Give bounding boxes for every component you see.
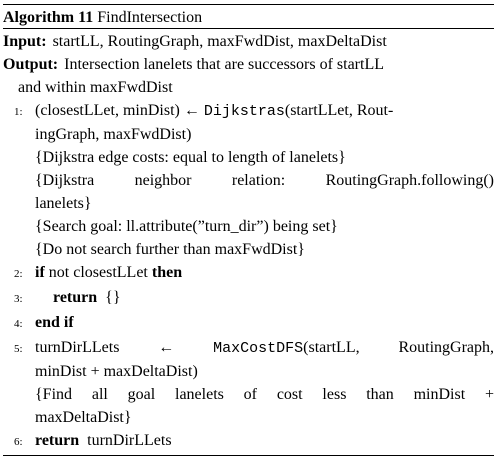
step-2: 2: if not closestLLet then <box>3 261 494 286</box>
algorithm-caption: Algorithm 11 FindIntersection <box>3 5 494 28</box>
step-5-text: turnDirLLets ← MaxCostDFS(startLL, Routi… <box>35 336 494 429</box>
line-number: 6: <box>14 436 23 448</box>
step-2-text: if not closestLLet then <box>35 261 494 286</box>
algorithm-box: Algorithm 11 FindIntersection Input: sta… <box>3 4 494 456</box>
caption-rule <box>3 28 494 29</box>
line-number-empty <box>3 169 35 215</box>
line-number-empty <box>3 215 35 238</box>
line-number: 3: <box>14 293 23 305</box>
keyword-then: then <box>151 264 183 281</box>
keyword-return: return <box>53 289 98 306</box>
algorithm-body: Input: startLL, RoutingGraph, maxFwdDist… <box>3 29 494 454</box>
algorithm-number: Algorithm 11 <box>3 9 94 26</box>
step-1: 1: (closestLLet, minDist) ← Dijkstras(st… <box>3 99 494 146</box>
step-3-text: return {} <box>35 286 494 311</box>
step-5-first-line: turnDirLLets ← MaxCostDFS(startLL, Routi… <box>35 336 494 360</box>
line-number: 4: <box>14 318 23 330</box>
comment-edge-costs: {Dijkstra edge costs: equal to length of… <box>3 146 494 169</box>
line-number: 1: <box>14 106 23 118</box>
comment-edge-costs-text: {Dijkstra edge costs: equal to length of… <box>35 149 346 166</box>
step-1-pre: (closestLLet, minDist) ← <box>35 102 204 119</box>
step-5-function: MaxCostDFS <box>213 340 304 357</box>
input-text: startLL, RoutingGraph, maxFwdDist, maxDe… <box>52 33 387 50</box>
comment-max-dist-text: {Do not search further than maxFwdDist} <box>35 241 305 258</box>
step-6-value: turnDirLLets <box>79 432 172 449</box>
input-label: Input: <box>3 33 47 50</box>
output-line: Output: Intersection lanelets that are s… <box>3 53 494 76</box>
output-text-1: Intersection lanelets that are successor… <box>64 56 384 73</box>
comment-neighbor: {Dijkstra neighbor relation: RoutingGrap… <box>3 169 494 215</box>
step-2-condition: not closestLLet <box>44 264 152 281</box>
line-number-empty <box>3 146 35 169</box>
line-number-empty <box>3 238 35 261</box>
top-rule <box>3 4 494 5</box>
step-5: 5: turnDirLLets ← MaxCostDFS(startLL, Ro… <box>3 336 494 429</box>
comment-max-dist: {Do not search further than maxFwdDist} <box>3 238 494 261</box>
output-label: Output: <box>3 56 59 73</box>
step-6-text: return turnDirLLets <box>35 429 494 454</box>
comment-search-goal-text: {Search goal: ll.attribute(”turn_dir”) b… <box>35 218 338 235</box>
step-1-text: (closestLLet, minDist) ← Dijkstras(start… <box>35 99 494 146</box>
step-1-function: Dijkstras <box>203 103 285 120</box>
comment-neighbor-line-a: {Dijkstra neighbor relation: RoutingGrap… <box>35 172 494 189</box>
comment-neighbor-line-b: lanelets} <box>35 195 92 212</box>
step-5-pre: turnDirLLets ← <box>35 339 214 356</box>
step-1-post: (startLLet, Rout- <box>284 102 394 119</box>
step-5-post: (startLL, RoutingGraph, <box>303 339 495 356</box>
step-5-cont: minDist + maxDeltaDist) <box>35 363 198 380</box>
output-text-2: and within maxFwdDist <box>18 79 173 96</box>
step-3: 3: return {} <box>3 286 494 311</box>
comment-search-goal: {Search goal: ll.attribute(”turn_dir”) b… <box>3 215 494 238</box>
line-number: 2: <box>14 268 23 280</box>
step-3-value: {} <box>97 289 121 306</box>
step-1-cont: ingGraph, maxFwdDist) <box>35 126 192 143</box>
keyword-return: return <box>35 432 80 449</box>
step-4: 4: end if <box>3 311 494 336</box>
bottom-rule <box>3 455 494 456</box>
step-6: 6: return turnDirLLets <box>3 429 494 454</box>
algorithm-name: FindIntersection <box>97 9 203 26</box>
comment-goal-lanelets-a: {Find all goal lanelets of cost less tha… <box>35 386 494 403</box>
comment-goal-lanelets-b: maxDeltaDist} <box>35 409 132 426</box>
input-line: Input: startLL, RoutingGraph, maxFwdDist… <box>3 30 494 53</box>
line-number: 5: <box>14 343 23 355</box>
comment-neighbor-text: {Dijkstra neighbor relation: RoutingGrap… <box>35 169 494 215</box>
keyword-if: if <box>35 264 45 281</box>
keyword-end-if: end if <box>35 314 74 331</box>
